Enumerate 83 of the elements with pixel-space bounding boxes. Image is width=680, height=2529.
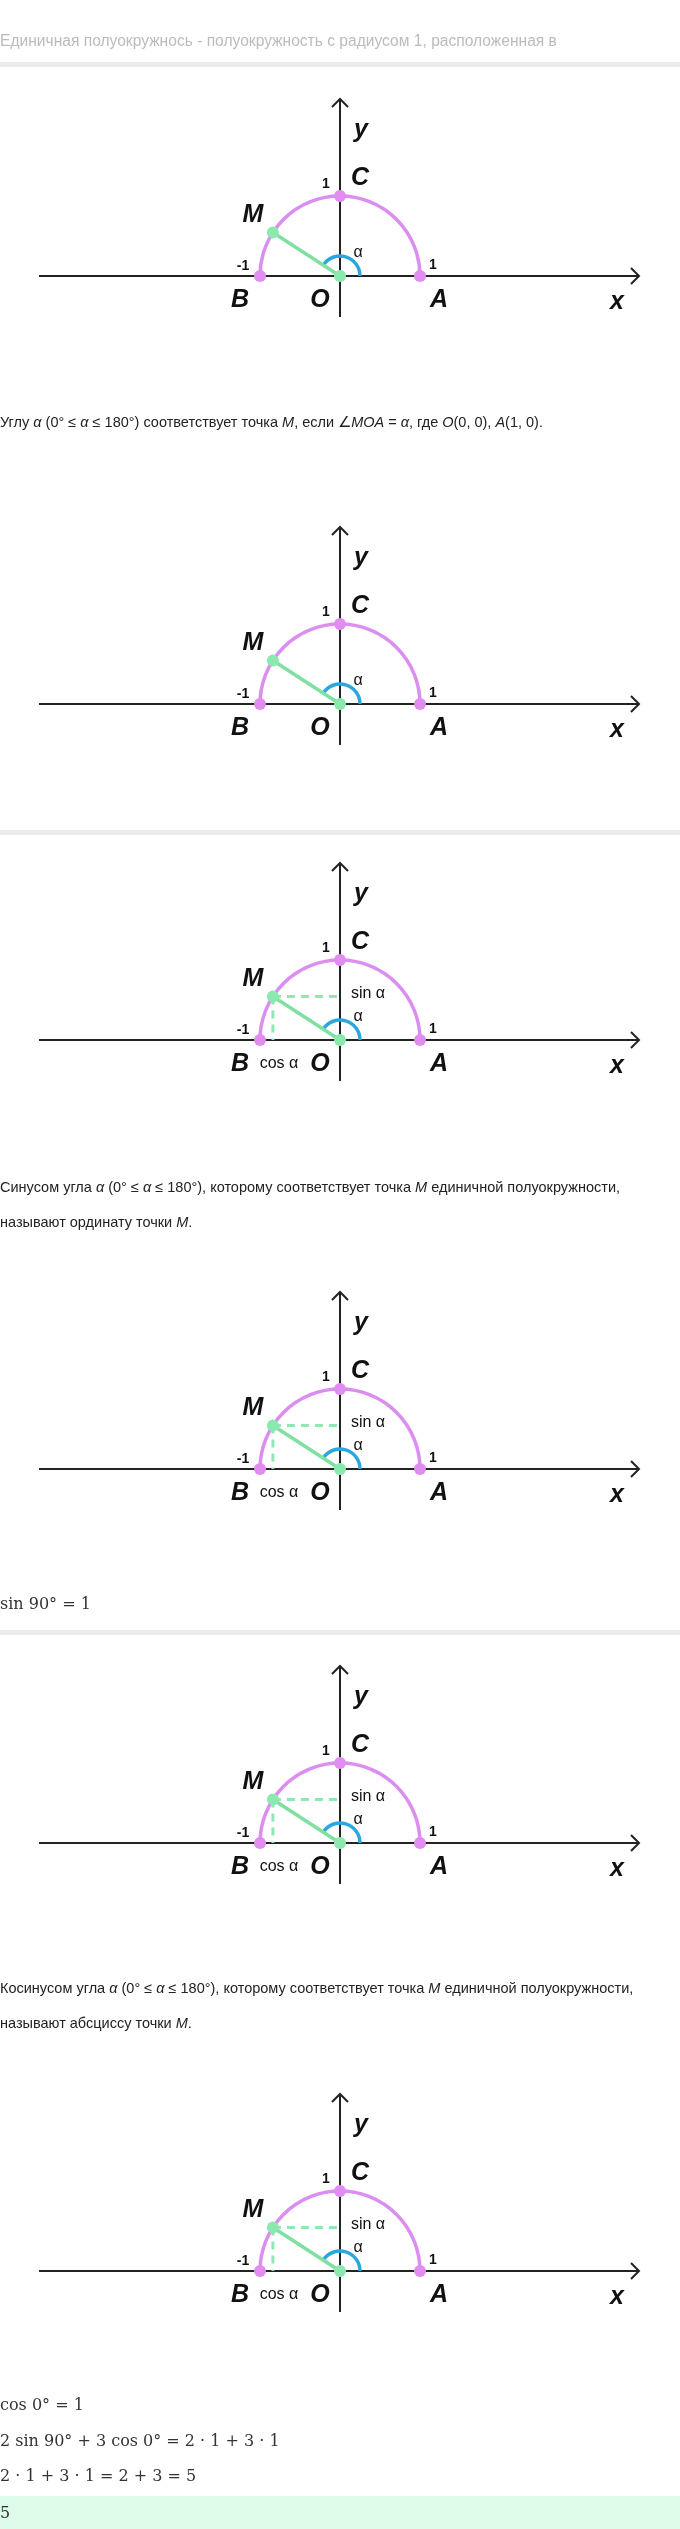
tick-label: 1 (429, 684, 437, 700)
point-label: M (242, 2193, 264, 2223)
tick-label: -1 (236, 1450, 250, 1466)
tick-label: -1 (236, 685, 250, 701)
axis-label: x (610, 1478, 624, 1508)
tick-label: 1 (322, 1368, 330, 1384)
axis-label: x (610, 285, 624, 315)
sine-label: sin α (350, 1413, 386, 1431)
axis-label: x (610, 2280, 624, 2310)
axis-label: y (354, 1680, 368, 1710)
tick-label: -1 (236, 257, 250, 273)
answer: 5 (0, 2496, 680, 2529)
sine-label: sin α (350, 984, 386, 1002)
tick-label: 1 (429, 1020, 437, 1036)
point-label: C (350, 161, 370, 191)
cosine-label: cos α (259, 1857, 299, 1875)
tick-label: 1 (322, 1742, 330, 1758)
point-label: O (310, 283, 330, 313)
point-label: M (242, 1391, 264, 1421)
equation: cos 0° = 1 (0, 2395, 84, 2414)
point-label: C (350, 925, 370, 955)
axis-label: y (354, 2108, 368, 2138)
angle-label: α (353, 1436, 363, 1454)
cosine-label: cos α (259, 2285, 299, 2303)
tick-label: 1 (429, 256, 437, 272)
tick-label: 1 (322, 2170, 330, 2186)
point-label: M (242, 962, 264, 992)
point-label: B (230, 1850, 250, 1880)
sine-label: sin α (350, 1787, 386, 1805)
tick-label: 1 (322, 603, 330, 619)
point-label: A (429, 1047, 449, 1077)
point-label: B (230, 711, 250, 741)
point-label: A (429, 1476, 449, 1506)
page-heading: Единичная полуокружнось - полуокружность с радиусом 1, расположенная в (0, 32, 557, 50)
angle-label: α (353, 243, 363, 261)
point-label: O (310, 2278, 330, 2308)
angle-label: α (353, 671, 363, 689)
cosine-label: cos α (259, 1483, 299, 1501)
point-label: C (350, 589, 370, 619)
equation: sin 90° = 1 (0, 1594, 91, 1613)
point-label: A (429, 2278, 449, 2308)
axis-label: y (354, 541, 368, 571)
angle-label: α (353, 1810, 363, 1828)
tick-label: 1 (429, 2251, 437, 2267)
axis-label: x (610, 1852, 624, 1882)
paragraph: Углу α (0° ≤ α ≤ 180°) соответствует точка M, если ∠MOA = α, где O(0, 0), A(1, 0). (0, 413, 544, 432)
point-label: C (350, 1728, 370, 1758)
axis-label: x (610, 1049, 624, 1079)
point-label: M (242, 626, 264, 656)
tick-label: -1 (236, 2252, 250, 2268)
equation: 2 sin 90° + 3 cos 0° = 2 · 1 + 3 · 1 (0, 2431, 280, 2450)
tick-label: -1 (236, 1021, 250, 1037)
point-label: M (242, 198, 264, 228)
point-label: B (230, 1047, 250, 1077)
sine-label: sin α (350, 2215, 386, 2233)
axis-label: y (354, 113, 368, 143)
angle-label: α (353, 2238, 363, 2256)
point-label: M (242, 1765, 264, 1795)
tick-label: 1 (322, 175, 330, 191)
axis-label: x (610, 713, 624, 743)
point-label: B (230, 283, 250, 313)
equation: 2 · 1 + 3 · 1 = 2 + 3 = 5 (0, 2466, 197, 2485)
point-label: O (310, 1047, 330, 1077)
point-label: C (350, 2156, 370, 2186)
paragraph: Косинусом угла α (0° ≤ α ≤ 180°), которому соответствует точка M единичной полуокружности, называют абсциссу точки M. (0, 1979, 635, 2033)
axis-label: y (354, 1306, 368, 1336)
point-label: B (230, 1476, 250, 1506)
paragraph: Синусом угла α (0° ≤ α ≤ 180°), которому соответствует точка M единичной полуокружности, называют ординату точки M. (0, 1178, 621, 1232)
tick-label: 1 (322, 939, 330, 955)
point-label: C (350, 1354, 370, 1384)
point-label: A (429, 283, 449, 313)
angle-label: α (353, 1007, 363, 1025)
point-label: B (230, 2278, 250, 2308)
tick-label: 1 (429, 1823, 437, 1839)
point-label: O (310, 711, 330, 741)
tick-label: 1 (429, 1449, 437, 1465)
point-label: A (429, 711, 449, 741)
point-label: O (310, 1476, 330, 1506)
point-label: O (310, 1850, 330, 1880)
axis-label: y (354, 877, 368, 907)
point-label: A (429, 1850, 449, 1880)
cosine-label: cos α (259, 1054, 299, 1072)
tick-label: -1 (236, 1824, 250, 1840)
